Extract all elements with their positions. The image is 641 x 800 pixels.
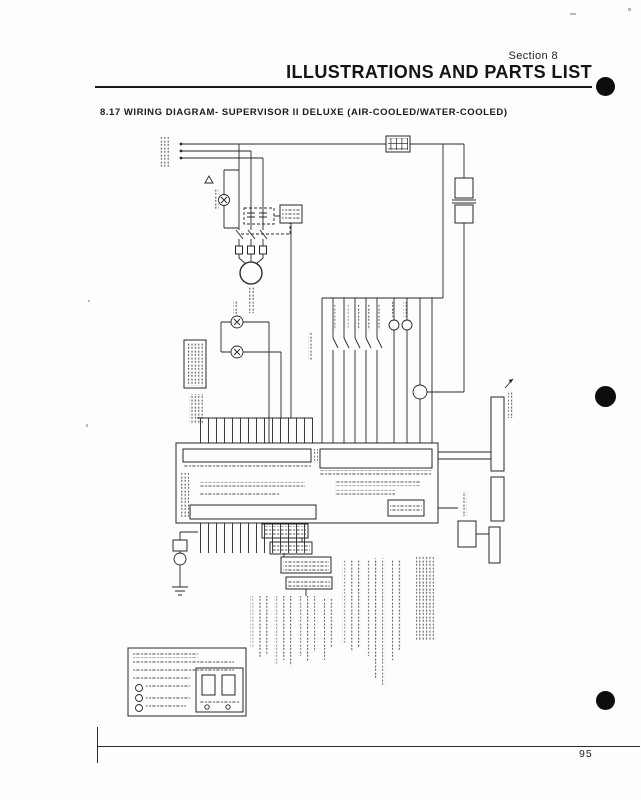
section-label: Section 8 — [508, 50, 558, 62]
capacitor-box — [243, 204, 303, 225]
ground-symbol-icon — [172, 586, 188, 596]
indicator-lamps — [388, 298, 413, 443]
switch-array — [321, 297, 443, 443]
fan-motor — [204, 169, 239, 229]
page-number: 95 — [579, 748, 593, 760]
ribbon-connectors — [438, 378, 514, 564]
scan-noise — [570, 13, 576, 15]
plug-connector — [457, 520, 477, 548]
note-blocks — [261, 523, 333, 596]
punch-hole-mark — [595, 386, 616, 407]
compressor-motor — [238, 254, 264, 313]
overload-blocks — [235, 245, 267, 255]
contactor-contacts — [235, 223, 291, 240]
terminal-strip-bottom — [189, 504, 317, 520]
footer-corner-rule — [97, 727, 99, 763]
notes-block — [416, 556, 434, 640]
terminal-strip-top-right — [319, 448, 433, 469]
footer-rule — [97, 746, 640, 748]
wire-collector — [197, 223, 313, 443]
scan-noise — [86, 424, 88, 427]
terminal-junction-box — [385, 135, 465, 298]
header-rule — [95, 86, 592, 88]
scan-noise — [628, 8, 631, 11]
figure-title: 8.17 WIRING DIAGRAM- SUPERVISOR II DELUX… — [100, 107, 508, 118]
power-supply-feed — [160, 137, 386, 246]
punch-hole-mark — [596, 691, 615, 710]
terminal-strip-top-left — [182, 448, 312, 463]
control-transformer — [427, 177, 476, 393]
punch-hole-mark — [596, 77, 615, 96]
legend-box — [127, 647, 247, 717]
page-title: ILLUSTRATIONS AND PARTS LIST — [286, 62, 592, 82]
main-control-board — [175, 442, 439, 524]
high-low-pressure-switches — [183, 300, 312, 443]
relay-coil — [412, 298, 428, 443]
wire-label-columns — [250, 556, 434, 686]
warning-triangle-icon — [204, 175, 214, 184]
scan-noise — [88, 300, 90, 302]
